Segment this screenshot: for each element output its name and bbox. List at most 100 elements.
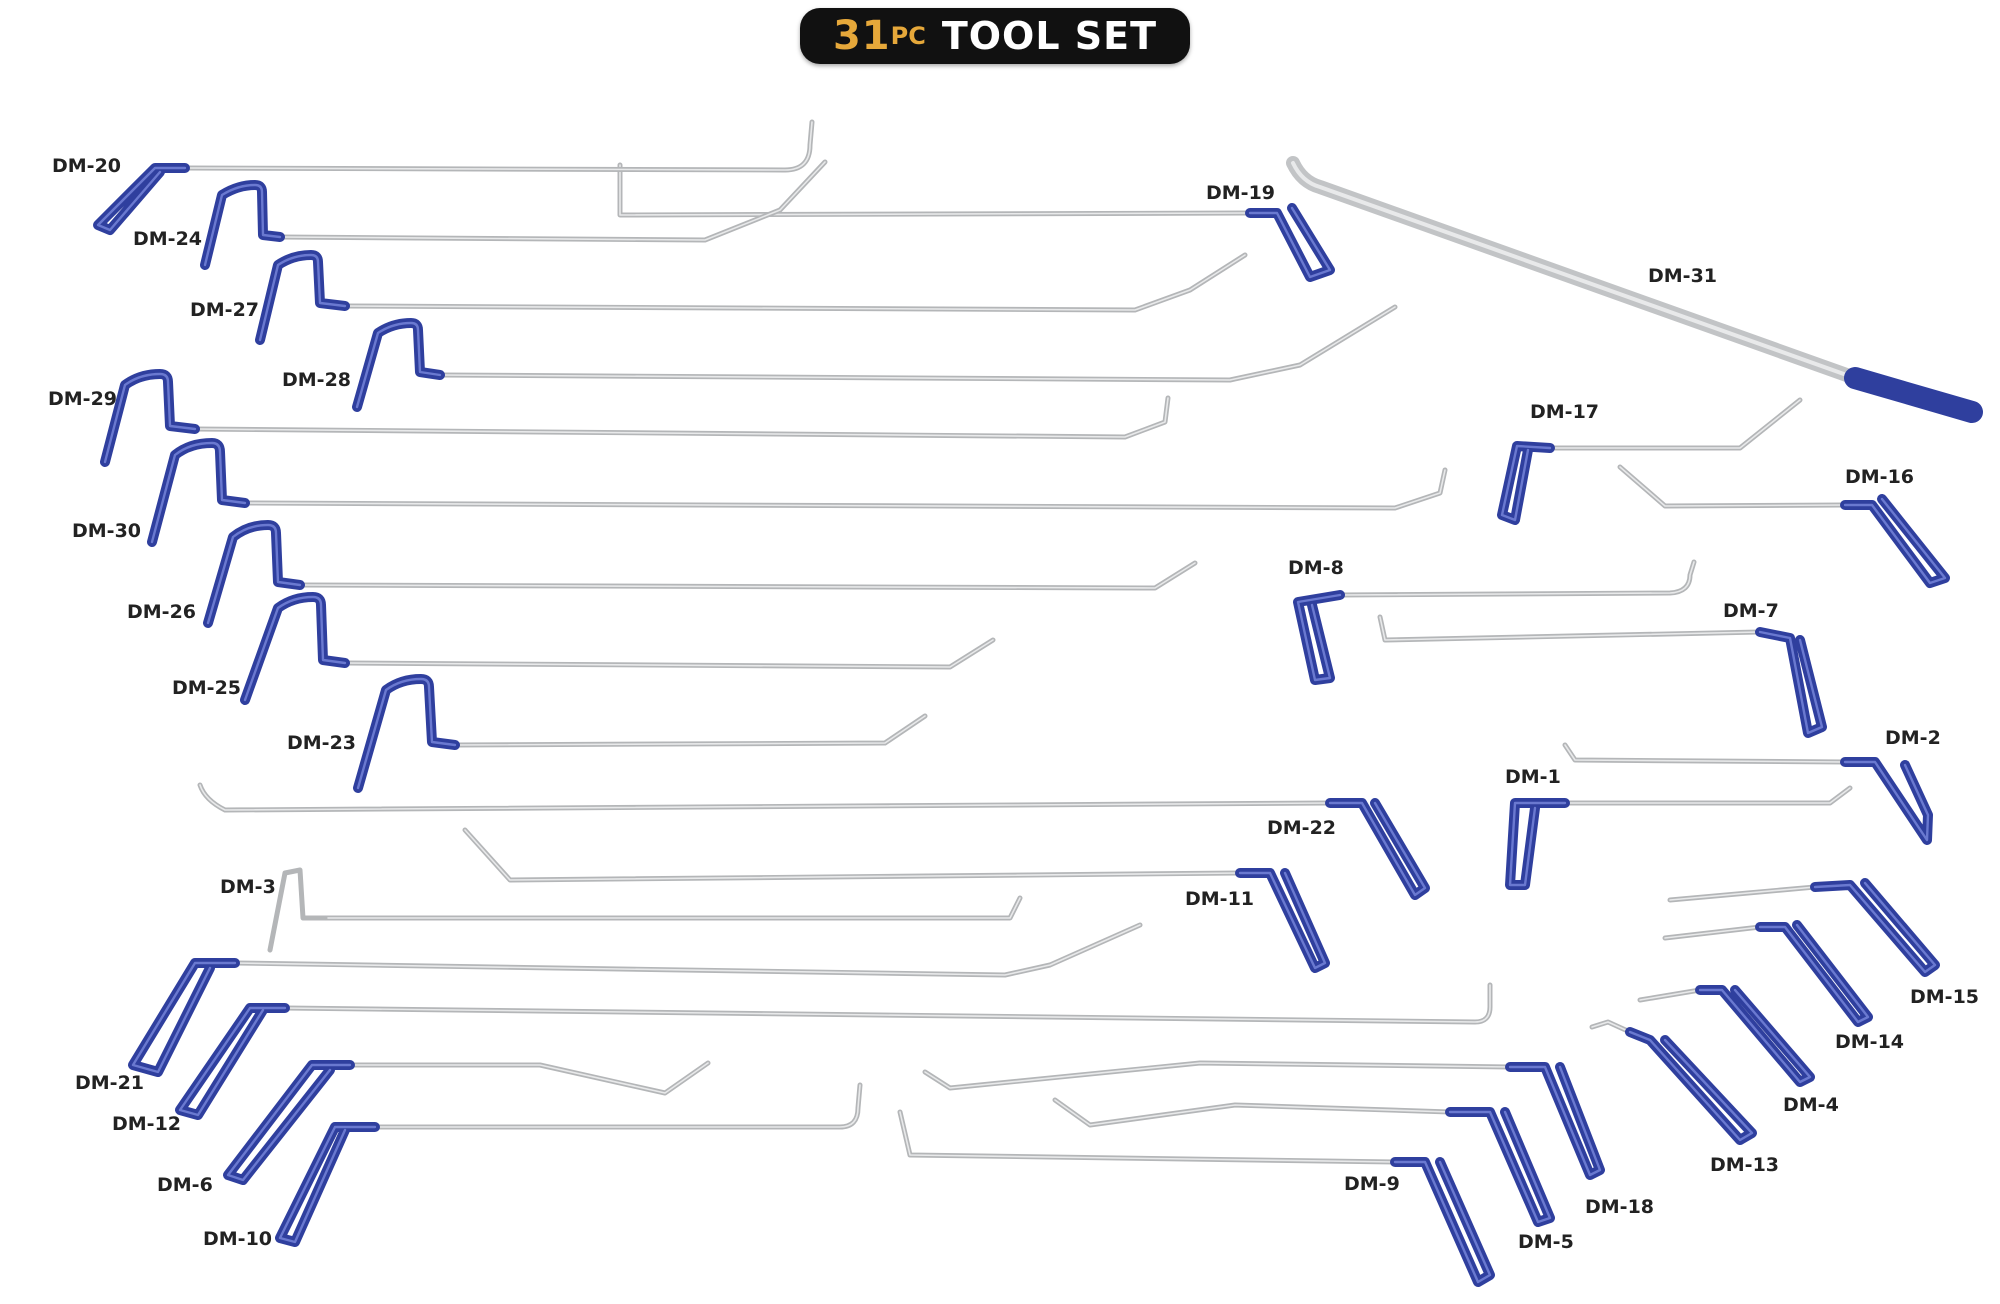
tool-label-dm-6: DM-6 <box>157 1174 213 1196</box>
tool-label-dm-27: DM-27 <box>190 299 259 321</box>
handle-grip <box>240 592 350 705</box>
rod-highlight <box>1564 744 1846 763</box>
rod-shaft <box>922 1060 1513 1091</box>
tool-dm-4 <box>1637 985 1815 1087</box>
tool-label-dm-12: DM-12 <box>112 1113 181 1135</box>
rod-highlight <box>194 397 1169 438</box>
tool-dm-20 <box>93 119 815 235</box>
handle-grip-highlight <box>1508 801 1567 887</box>
rod-highlight <box>324 897 1021 919</box>
tool-label-dm-4: DM-4 <box>1783 1094 1839 1116</box>
tool-dm-13 <box>1589 1019 1757 1145</box>
handle-grip-highlight <box>1843 497 1947 585</box>
tool-dm-1 <box>1505 785 1853 890</box>
tool-dm-12 <box>175 982 1493 1120</box>
handle-grip-highlight <box>1508 1065 1602 1177</box>
tool-dm-29 <box>100 369 1171 467</box>
rod-highlight <box>464 829 1241 881</box>
tool-set-title: TOOL SET <box>941 14 1158 58</box>
tool-label-dm-1: DM-1 <box>1505 766 1561 788</box>
handle-grip-highlight <box>1758 630 1824 735</box>
tool-label-dm-7: DM-7 <box>1723 600 1779 622</box>
rod-shaft <box>437 304 1398 383</box>
tool-label-dm-19: DM-19 <box>1206 182 1275 204</box>
handle-grip <box>255 250 350 345</box>
tool-count: 31 <box>832 13 891 59</box>
tool-dm-11 <box>462 827 1330 973</box>
rod-highlight <box>439 306 1396 381</box>
rod-shaft <box>192 395 1171 440</box>
handle-grip-highlight <box>278 1125 377 1244</box>
tool-label-dm-30: DM-30 <box>72 520 141 542</box>
handle-grip-highlight <box>1843 760 1930 842</box>
rod-shaft <box>1562 785 1853 806</box>
handle-grip-highlight <box>356 677 457 790</box>
rod-shaft <box>462 827 1243 883</box>
tool-dm-16 <box>1617 464 1950 588</box>
tool-label-dm-21: DM-21 <box>75 1072 144 1094</box>
handle-grip <box>1325 798 1430 900</box>
rod-highlight <box>1639 989 1701 1001</box>
tool-dm-26 <box>203 520 1198 628</box>
rod-highlight <box>349 1062 709 1094</box>
rod-highlight <box>244 469 1446 509</box>
handle-grip-highlight <box>226 1063 352 1182</box>
rod-highlight <box>234 924 1141 976</box>
tool-label-dm-2: DM-2 <box>1885 727 1941 749</box>
handle-grip <box>93 163 190 235</box>
handle-grip-highlight <box>1628 1030 1754 1142</box>
handle-grip <box>1505 798 1570 890</box>
tool-label-dm-8: DM-8 <box>1288 557 1344 579</box>
rod-highlight <box>279 161 826 241</box>
tool-label-dm-25: DM-25 <box>172 677 241 699</box>
handle-grip-highlight <box>203 183 282 267</box>
tool-dm-23 <box>353 674 928 793</box>
rod-highlight <box>1591 1021 1631 1033</box>
handle-grip-highlight <box>1328 801 1427 897</box>
handle-grip-highlight <box>1813 881 1937 974</box>
rod-highlight <box>1054 1099 1451 1126</box>
tool-label-dm-31: DM-31 <box>1648 265 1717 287</box>
tool-label-dm-16: DM-16 <box>1845 466 1914 488</box>
rod-highlight <box>1669 886 1816 901</box>
rod-shaft <box>277 159 828 243</box>
rod-shaft <box>242 467 1448 511</box>
rod-shaft <box>297 560 1198 591</box>
tool-dm-19 <box>617 162 1335 282</box>
tool-label-dm-10: DM-10 <box>203 1228 272 1250</box>
handle-grip-highlight <box>243 595 347 702</box>
handle-grip-highlight <box>1698 988 1812 1084</box>
rod-highlight <box>924 1062 1511 1089</box>
tool-label-dm-17: DM-17 <box>1530 401 1599 423</box>
rod-highlight <box>454 715 926 746</box>
tool-dm-21 <box>128 922 1143 1077</box>
tool-dm-27 <box>255 250 1248 345</box>
handle-grip-highlight <box>1758 923 1870 1024</box>
handle-grip-highlight <box>1393 1160 1492 1284</box>
tool-dm-10 <box>275 1082 863 1247</box>
tool-label-dm-5: DM-5 <box>1518 1231 1574 1253</box>
rod-shaft <box>282 982 1493 1025</box>
handle-grip-highlight <box>258 253 347 342</box>
tool-dm-5 <box>1052 1097 1555 1227</box>
handle-grip <box>1445 1107 1555 1227</box>
rod-highlight <box>184 121 813 171</box>
tool-label-dm-24: DM-24 <box>133 228 202 250</box>
tool-dm-17 <box>1497 397 1803 525</box>
rod-highlight <box>1549 399 1801 449</box>
rod-highlight <box>344 639 994 668</box>
handle-grip <box>1390 1157 1495 1287</box>
tool-label-dm-29: DM-29 <box>48 388 117 410</box>
flat-bar-highlight <box>1291 161 1857 380</box>
tool-count-unit: PC <box>890 22 926 50</box>
handle-grip <box>1755 920 1873 1027</box>
handle-grip-highlight <box>96 166 187 232</box>
rod-shaft <box>1617 464 1848 509</box>
handle-grip <box>1695 985 1815 1087</box>
flat-bar-shaft <box>1286 156 1862 385</box>
rod-highlight <box>899 1111 1396 1163</box>
handle-grip-highlight <box>206 523 302 625</box>
handle-grip <box>200 180 285 270</box>
rod-shaft <box>347 1060 711 1096</box>
